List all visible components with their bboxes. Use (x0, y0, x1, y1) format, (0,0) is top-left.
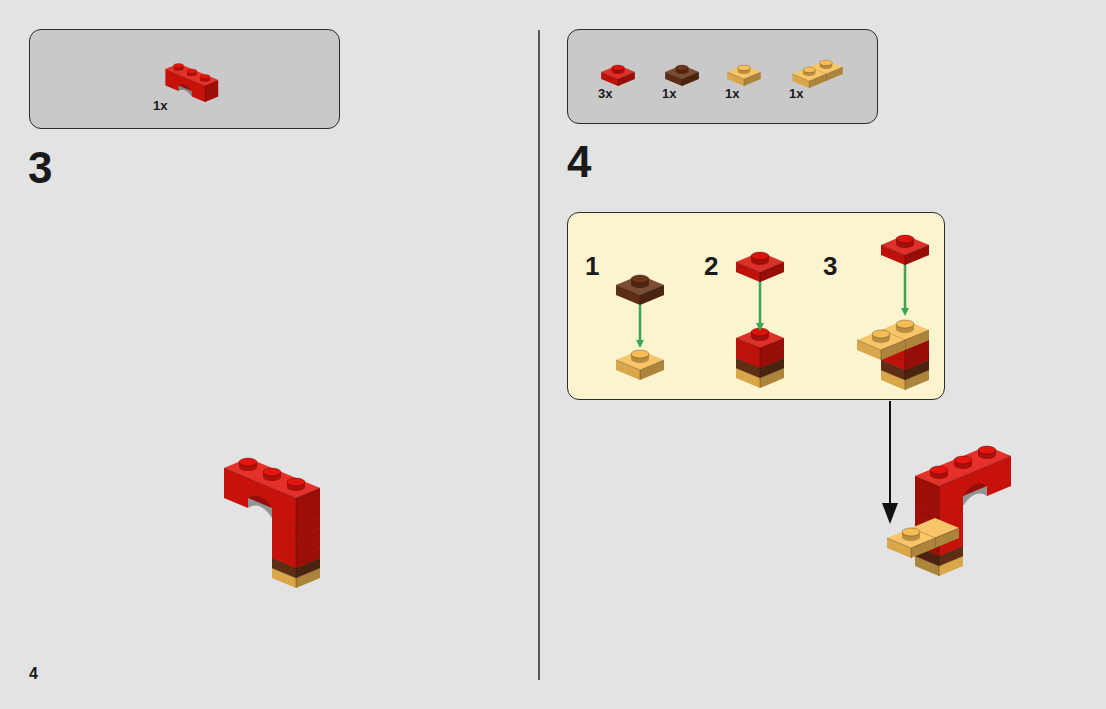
substep-number: 1 (585, 253, 599, 279)
part-quantity: 1x (789, 87, 803, 100)
page-number: 4 (29, 666, 38, 682)
part-quantity: 1x (725, 87, 739, 100)
part-quantity: 1x (153, 99, 167, 112)
substep-number: 2 (704, 253, 718, 279)
part-quantity: 1x (662, 87, 676, 100)
substep-number: 3 (823, 253, 837, 279)
part-quantity: 3x (598, 87, 612, 100)
step-number: 4 (567, 140, 591, 184)
step-number: 3 (28, 146, 52, 190)
